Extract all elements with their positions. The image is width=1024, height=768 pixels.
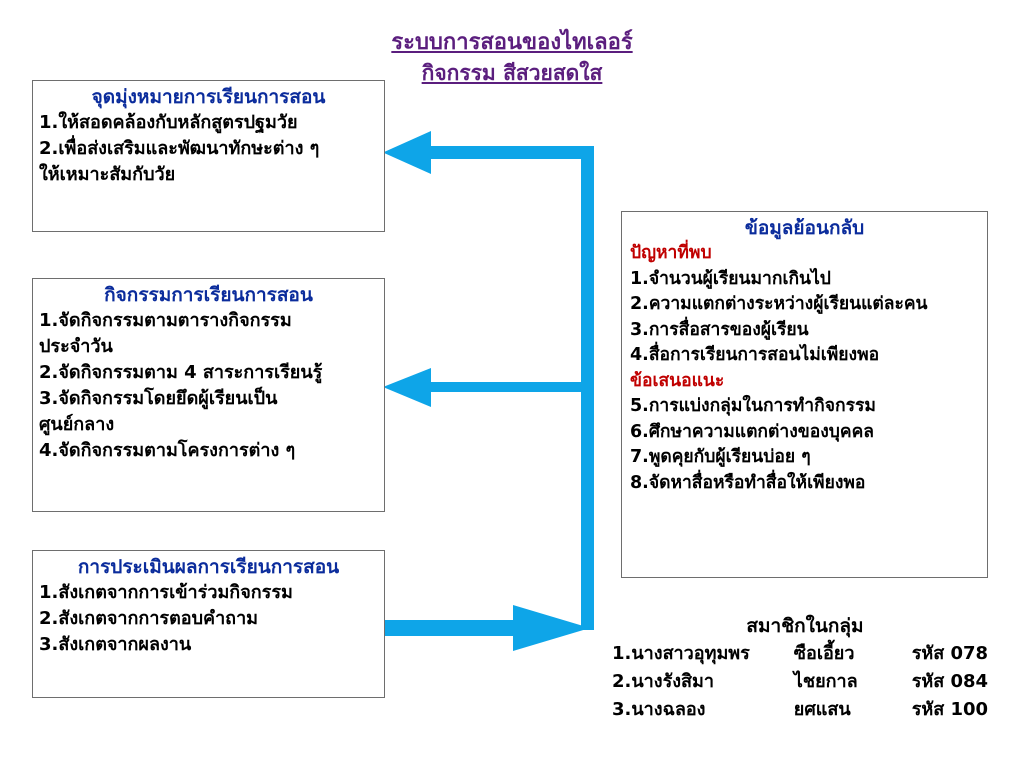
box-aims-line-3: ให้เหมาะสัมกับวัย — [39, 164, 176, 185]
box-teaching-activities: กิจกรรมการเรียนการสอน 1.จัดกิจกรรมตามตาร… — [32, 278, 385, 512]
box-feedback-suggestion-8: 8.จัดหาสื่อหรือทำสื่อให้เพียงพอ — [630, 472, 866, 493]
arrow-left-to-activities — [383, 368, 431, 407]
title-line-sub: กิจกรรม สีสวยสดใส — [421, 61, 603, 85]
box-feedback-problem-3: 3.การสื่อสารของผู้เรียน — [630, 319, 809, 340]
box-activities-line-4: 3.จัดกิจกรรมโดยยึดผู้เรียนเป็น — [39, 388, 278, 409]
box-activities-body: 1.จัดกิจกรรมตามตารางกิจกรรม ประจำวัน 2.จ… — [33, 308, 384, 464]
box-evaluation-body: 1.สังเกตจากการเข้าร่วมกิจกรรม 2.สังเกตจา… — [33, 580, 384, 658]
box-evaluation-line-3: 3.สังเกตจากผลงาน — [39, 634, 192, 655]
member-code: รหัส 084 — [911, 671, 989, 692]
member-row: 1.นางสาวอุทุมพร ซือเอี้ยว รหัส 078 — [600, 640, 1010, 668]
box-feedback-suggestion-6: 6.ศึกษาความแตกต่างของบุคคล — [630, 421, 875, 442]
page-title: ระบบการสอนของไทเลอร์ กิจกรรม สีสวยสดใส — [262, 28, 762, 88]
vertical-feedback-trunk — [581, 146, 594, 630]
box-aims-header: จุดมุ่งหมายการเรียนการสอน — [91, 86, 326, 108]
connector-mid-bar — [431, 382, 583, 392]
box-evaluation-header: การประเมินผลการเรียนการสอน — [77, 556, 340, 578]
member-name: 1.นางสาวอุทุมพร — [612, 643, 750, 664]
box-activities-line-6: 4.จัดกิจกรรมตามโครงการต่าง ๆ — [39, 440, 296, 461]
box-feedback-subheader-suggestions: ข้อเสนอแนะ — [630, 370, 725, 391]
member-surname: ยศแสน — [793, 699, 851, 720]
box-feedback-body: ปัญหาที่พบ 1.จำนวนผู้เรียนมากเกินไป 2.คว… — [622, 241, 987, 496]
box-activities-line-5: ศูนย์กลาง — [39, 414, 115, 435]
box-feedback-problem-4: 4.สื่อการเรียนการสอนไม่เพียงพอ — [630, 345, 880, 365]
box-evaluation-line-2: 2.สังเกตจากการตอบคำถาม — [39, 608, 259, 629]
member-surname: ซือเอี้ยว — [793, 643, 855, 664]
box-feedback: ข้อมูลย้อนกลับ ปัญหาที่พบ 1.จำนวนผู้เรีย… — [621, 211, 988, 578]
box-activities-line-1: 1.จัดกิจกรรมตามตารางกิจกรรม — [39, 310, 292, 331]
box-evaluation-line-1: 1.สังเกตจากการเข้าร่วมกิจกรรม — [39, 582, 293, 603]
box-aims-line-1: 1.ให้สอดคล้องกับหลักสูตรปฐมวัย — [39, 112, 298, 133]
member-name: 2.นางรังสิมา — [612, 671, 714, 692]
box-teaching-evaluation: การประเมินผลการเรียนการสอน 1.สังเกตจากกา… — [32, 550, 385, 698]
group-members-title: สมาชิกในกลุ่ม — [746, 615, 864, 637]
member-code: รหัส 100 — [911, 699, 989, 720]
box-feedback-suggestion-5: 5.การแบ่งกลุ่มในการทำกิจกรรม — [630, 396, 876, 416]
box-activities-line-2: ประจำวัน — [39, 336, 113, 357]
box-activities-header: กิจกรรมการเรียนการสอน — [104, 284, 313, 306]
connector-top-bar — [431, 146, 594, 159]
box-feedback-problem-1: 1.จำนวนผู้เรียนมากเกินไป — [630, 268, 831, 289]
connector-bottom-bar — [385, 620, 513, 636]
member-row: 3.นางฉลอง ยศแสน รหัส 100 — [600, 696, 1010, 724]
box-feedback-header: ข้อมูลย้อนกลับ — [744, 217, 865, 239]
box-activities-line-3: 2.จัดกิจกรรมตาม 4 สาระการเรียนรู้ — [39, 362, 323, 383]
box-aims-body: 1.ให้สอดคล้องกับหลักสูตรปฐมวัย 2.เพื่อส่… — [33, 110, 384, 188]
title-line-main: ระบบการสอนของไทเลอร์ — [391, 30, 633, 55]
box-feedback-subheader-problems: ปัญหาที่พบ — [630, 243, 712, 263]
member-surname: ไชยกาล — [793, 671, 858, 692]
box-feedback-problem-2: 2.ความแตกต่างระหว่างผู้เรียนแต่ละคน — [630, 294, 928, 314]
member-name: 3.นางฉลอง — [612, 699, 706, 720]
group-members: สมาชิกในกลุ่ม 1.นางสาวอุทุมพร ซือเอี้ยว … — [600, 612, 1010, 724]
box-aims-line-2: 2.เพื่อส่งเสริมและพัฒนาทักษะต่าง ๆ — [39, 138, 320, 159]
arrow-right-from-evaluation — [513, 605, 590, 651]
box-teaching-aims: จุดมุ่งหมายการเรียนการสอน 1.ให้สอดคล้องก… — [32, 80, 385, 232]
member-code: รหัส 078 — [911, 643, 989, 664]
box-feedback-suggestion-7: 7.พูดคุยกับผู้เรียนบ่อย ๆ — [630, 447, 811, 467]
member-row: 2.นางรังสิมา ไชยกาล รหัส 084 — [600, 668, 1010, 696]
arrow-left-to-aims — [383, 131, 431, 174]
